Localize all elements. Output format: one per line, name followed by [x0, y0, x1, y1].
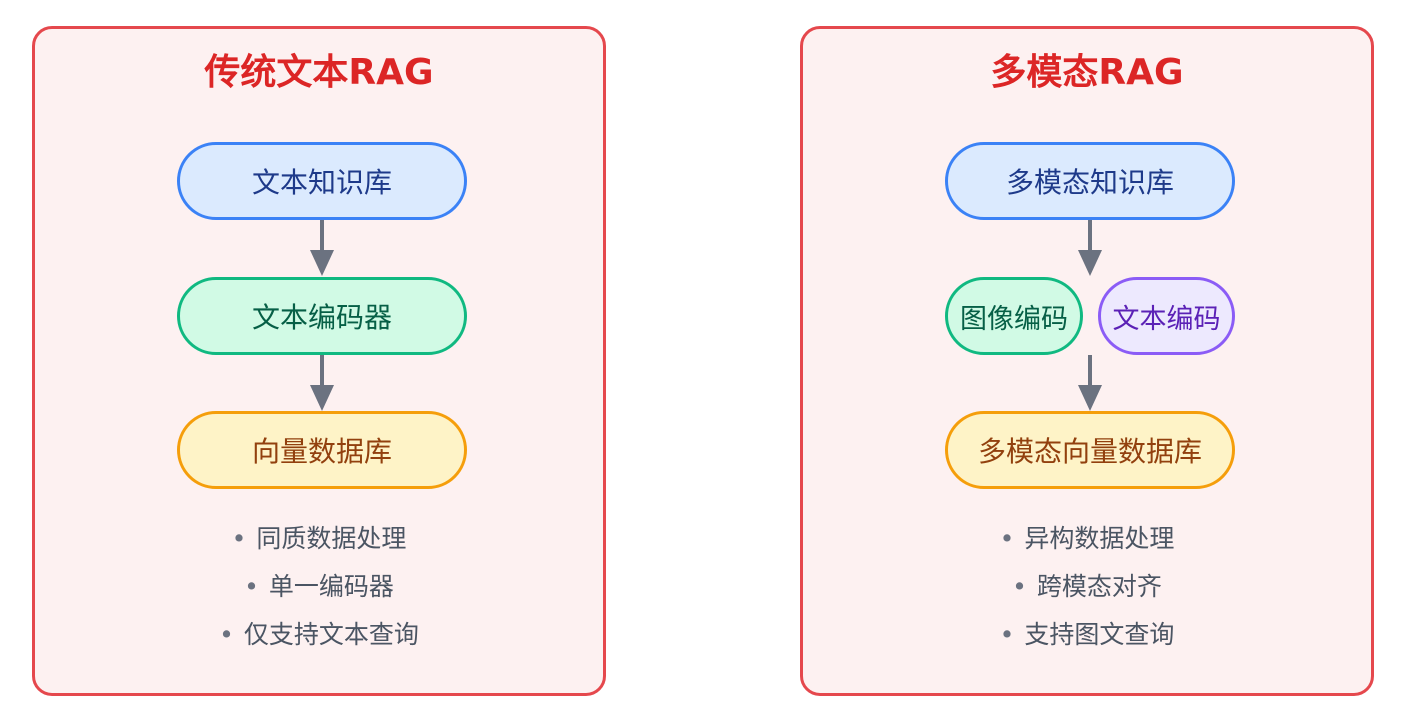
traditional-features-list: • 同质数据处理 • 单一编码器 • 仅支持文本查询 — [35, 515, 603, 659]
feature-text: 仅支持文本查询 — [243, 620, 419, 649]
feature-text: 支持图文查询 — [1024, 620, 1175, 649]
traditional-rag-title: 传统文本RAG — [204, 52, 434, 93]
bullet-glyph: • — [231, 524, 247, 553]
arrow-encoders-to-vector-db — [1078, 355, 1102, 411]
feature-text: 跨模态对齐 — [1036, 572, 1162, 601]
feature-text: 同质数据处理 — [256, 524, 407, 553]
feature-item: • 单一编码器 — [35, 563, 603, 611]
feature-text: 异构数据处理 — [1024, 524, 1175, 553]
bullet-glyph: • — [999, 620, 1015, 649]
feature-item: • 跨模态对齐 — [803, 563, 1371, 611]
text-encoder-node: 文本编码 — [1098, 277, 1235, 355]
text-knowledge-base-node: 文本知识库 — [177, 142, 467, 220]
feature-text: 单一编码器 — [268, 572, 394, 601]
feature-item: • 异构数据处理 — [803, 515, 1371, 563]
feature-item: • 支持图文查询 — [803, 611, 1371, 659]
bullet-glyph: • — [999, 524, 1015, 553]
multimodal-rag-title: 多模态RAG — [990, 52, 1184, 93]
arrow-encoder-to-vector-db — [310, 355, 334, 411]
image-encoder-node: 图像编码 — [945, 277, 1083, 355]
feature-item: • 仅支持文本查询 — [35, 611, 603, 659]
text-encoder-node: 文本编码器 — [177, 277, 467, 355]
bullet-glyph: • — [244, 572, 259, 601]
bullet-glyph: • — [1012, 572, 1027, 601]
multimodal-knowledge-base-node: 多模态知识库 — [945, 142, 1235, 220]
vector-db-node: 向量数据库 — [177, 411, 467, 489]
multimodal-rag-panel: 多模态RAG 多模态知识库 图像编码 文本编码 多模态向量数据库 • 异构数据处理… — [800, 26, 1374, 696]
multimodal-features-list: • 异构数据处理 • 跨模态对齐 • 支持图文查询 — [803, 515, 1371, 659]
arrow-knowledge-to-encoders — [1078, 220, 1102, 276]
feature-item: • 同质数据处理 — [35, 515, 603, 563]
bullet-glyph: • — [219, 620, 234, 649]
arrow-knowledge-to-encoder — [310, 220, 334, 276]
multimodal-vector-db-node: 多模态向量数据库 — [945, 411, 1235, 489]
traditional-rag-panel: 传统文本RAG 文本知识库 文本编码器 向量数据库 • 同质数据处理 • 单一编码器… — [32, 26, 606, 696]
